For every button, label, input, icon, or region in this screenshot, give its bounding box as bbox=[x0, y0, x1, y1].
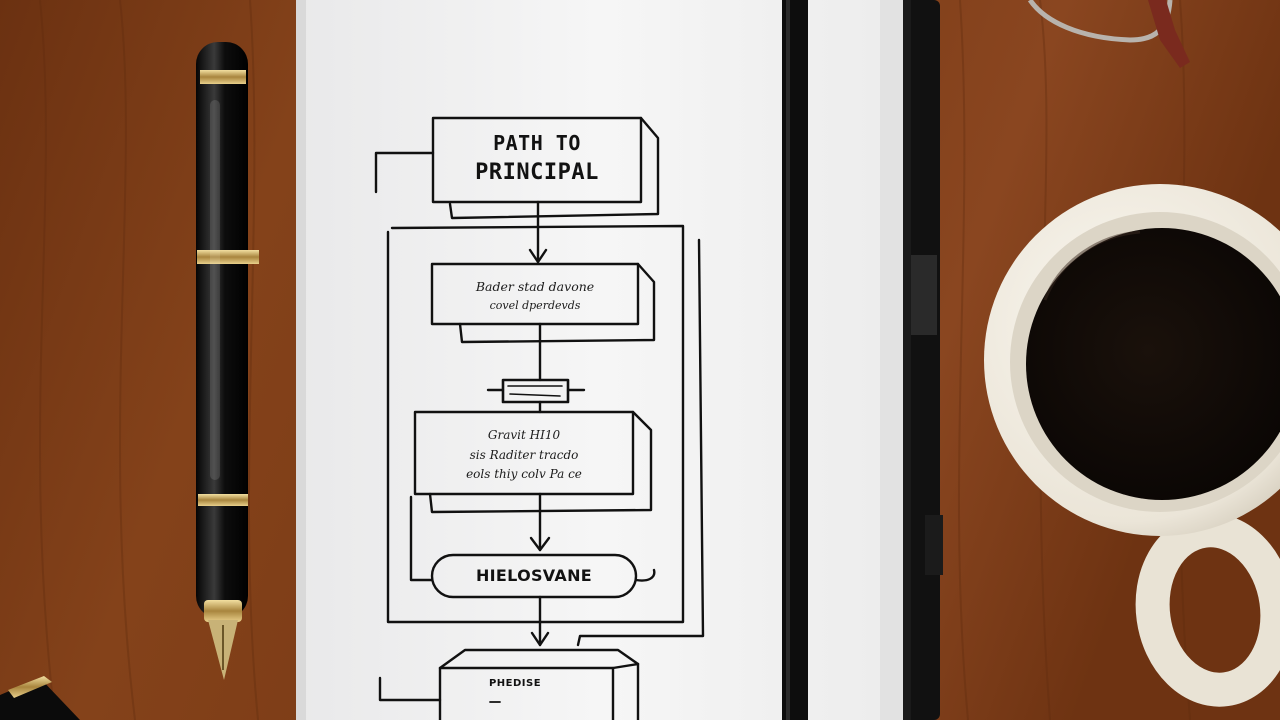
title-line-2: PRINCIPAL bbox=[475, 160, 599, 185]
pen-cap-icon bbox=[0, 676, 80, 720]
notebook-elastic bbox=[782, 0, 808, 720]
box1-line-1: Bader stad davone bbox=[475, 279, 595, 294]
fountain-pen-icon bbox=[196, 42, 259, 680]
oval-label: HIELOSVANE bbox=[475, 566, 593, 585]
eyeglasses-icon bbox=[1027, 0, 1190, 68]
box-1 bbox=[430, 262, 640, 326]
box1-line-2: covel dperdevds bbox=[489, 299, 581, 312]
coffee bbox=[1026, 228, 1280, 500]
oval-box bbox=[430, 553, 638, 599]
notebook-icon bbox=[296, 0, 943, 720]
flowchart-lines bbox=[374, 116, 705, 720]
box2-line-2: sis Raditer tracdo bbox=[469, 448, 579, 462]
box2-line-3: eols thiy colv Pa ce bbox=[466, 467, 582, 481]
coffee-mug-icon bbox=[984, 184, 1280, 707]
title-line-1: PATH TO bbox=[493, 131, 581, 155]
box2-line-1: Gravit HI10 bbox=[487, 428, 561, 442]
small-bar bbox=[501, 378, 570, 404]
bottom-box-label: PHEDISE bbox=[488, 678, 542, 689]
box-2 bbox=[413, 410, 635, 496]
bottom-box bbox=[438, 666, 615, 720]
